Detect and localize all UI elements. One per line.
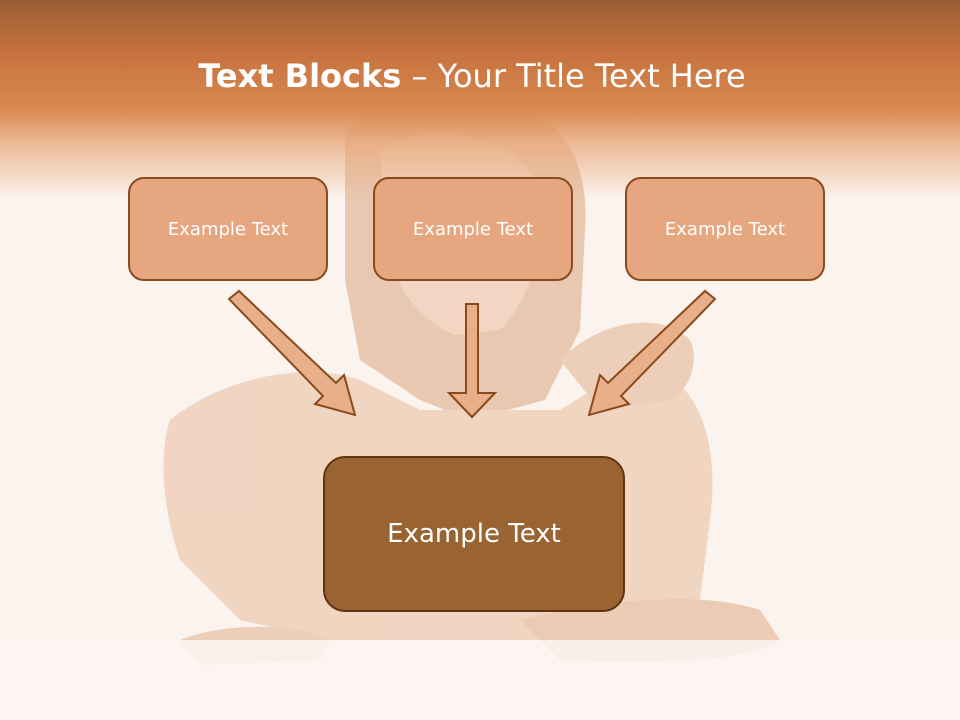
text-block-center[interactable]: Example Text [323, 456, 625, 612]
arrow-right-shape [587, 289, 717, 417]
arrow-middle-shape [446, 303, 498, 419]
title-band [0, 0, 960, 200]
text-block-center-label: Example Text [387, 519, 561, 549]
text-block-right-label: Example Text [664, 218, 786, 240]
slide-title: Text Blocks – Your Title Text Here [0, 52, 944, 100]
text-block-middle-label: Example Text [412, 218, 534, 240]
text-block-right[interactable]: Example Text [625, 177, 825, 281]
text-block-middle[interactable]: Example Text [373, 177, 573, 281]
arrow-left-shape [227, 289, 357, 417]
title-bold-part: Text Blocks [198, 57, 402, 95]
text-block-left[interactable]: Example Text [128, 177, 328, 281]
title-dash: – [411, 57, 428, 95]
title-rest: Your Title Text Here [437, 57, 746, 95]
text-block-left-label: Example Text [167, 218, 289, 240]
